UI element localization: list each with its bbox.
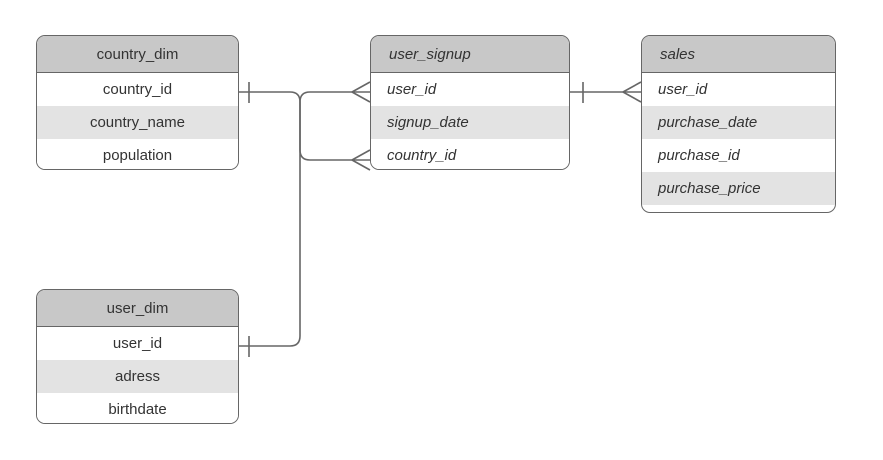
relationship-user-dim-user-signup (239, 81, 371, 357)
column-name: purchase_price (658, 180, 761, 197)
entity-column-row[interactable]: user_id (642, 73, 835, 106)
column-name: birthdate (108, 401, 167, 418)
entity-table-user-dim[interactable]: user_dim user_id adress birthdate (36, 289, 239, 424)
entity-name-country-dim: country_dim (96, 45, 179, 63)
entity-name-user-signup: user_signup (389, 45, 471, 63)
entity-column-row[interactable]: birthdate (37, 393, 238, 423)
entity-column-row[interactable]: user_id (37, 327, 238, 360)
entity-table-header-country-dim: country_dim (37, 36, 238, 73)
entity-table-header-user-signup: user_signup (371, 36, 569, 73)
entity-name-sales: sales (660, 45, 696, 63)
column-name: user_id (387, 81, 437, 98)
entity-column-row[interactable]: country_id (371, 139, 569, 169)
entity-column-row[interactable]: signup_date (371, 106, 569, 139)
entity-name-user-dim: user_dim (106, 299, 169, 317)
entity-column-row[interactable]: user_id (371, 73, 569, 106)
column-name: purchase_id (658, 147, 740, 164)
relationship-country-dim-user-signup (239, 82, 371, 171)
column-name: adress (114, 368, 161, 385)
column-name: user_id (658, 81, 708, 98)
entity-table-header-sales: sales (642, 36, 835, 73)
entity-table-user-signup[interactable]: user_signup user_id signup_date country_… (370, 35, 570, 170)
column-name: user_id (112, 335, 163, 352)
entity-column-row[interactable]: country_id (37, 73, 238, 106)
column-name: purchase_date (658, 114, 758, 131)
entity-column-row[interactable]: country_name (37, 106, 238, 139)
entity-table-country-dim[interactable]: country_dim country_id country_name popu… (36, 35, 239, 170)
column-name: country_name (89, 114, 186, 131)
crowsfoot-sales-user-id (622, 81, 642, 103)
entity-table-sales[interactable]: sales user_id purchase_date purchase_id … (641, 35, 836, 213)
entity-column-row[interactable]: purchase_date (642, 106, 835, 139)
entity-column-row[interactable]: adress (37, 360, 238, 393)
entity-column-row[interactable]: purchase_id (642, 139, 835, 172)
crowsfoot-user-signup-user-id (351, 81, 371, 103)
relationship-user-signup-sales (570, 81, 642, 103)
column-name: population (102, 147, 173, 164)
crowsfoot-user-signup-country-id (351, 149, 371, 171)
entity-table-header-user-dim: user_dim (37, 290, 238, 327)
column-name: signup_date (387, 114, 469, 131)
column-name: country_id (387, 147, 457, 164)
entity-column-row[interactable]: population (37, 139, 238, 169)
column-name: country_id (102, 81, 173, 98)
entity-column-row[interactable]: purchase_price (642, 172, 835, 205)
